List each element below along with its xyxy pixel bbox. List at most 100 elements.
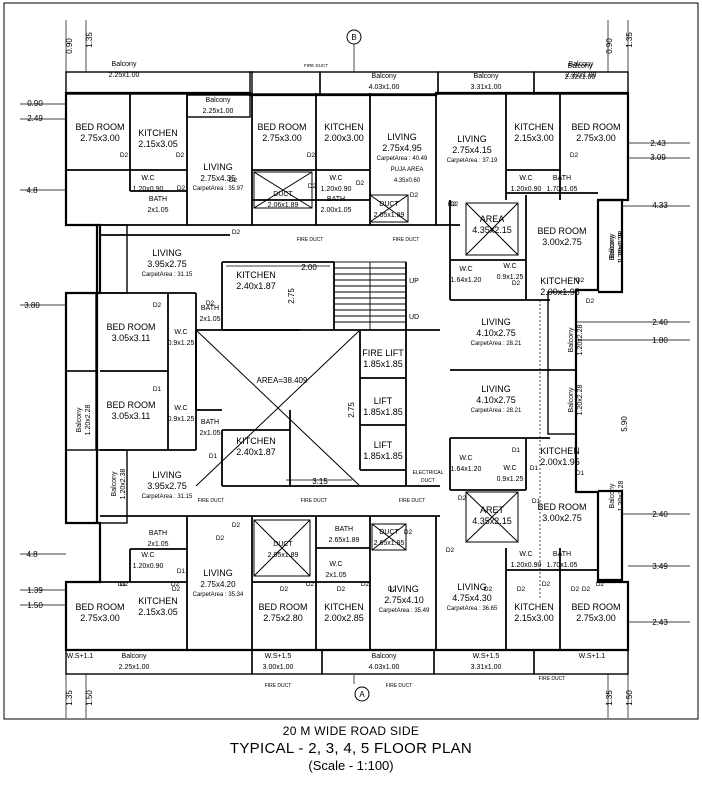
room-w-c: W.C	[503, 263, 516, 270]
room-bed-room: BED ROOM	[537, 502, 586, 512]
door-tag: D1	[153, 386, 162, 393]
room-dimension: 2.75x2.80	[263, 613, 303, 623]
carpet-area: CarpetArea : 31.15	[142, 494, 193, 500]
door-tag: D2	[206, 300, 215, 307]
room-kitchen: KITCHEN	[540, 446, 580, 456]
carpet-area: CarpetArea : 35.34	[193, 592, 244, 598]
dimension-value: 5.90	[620, 416, 629, 432]
door-tag: D2	[582, 586, 591, 593]
room-dimension: 4.35x0.60	[394, 178, 421, 184]
room-dimension: 4.35x2.15	[472, 516, 512, 526]
road-side-label: 20 M WIDE ROAD SIDE	[282, 724, 420, 738]
room-w-c: W.C	[174, 405, 187, 412]
carpet-area: CarpetArea : 40.49	[377, 156, 428, 162]
door-tag: D2	[216, 535, 225, 542]
room-dimension: 2x1.05	[199, 316, 220, 323]
room-dimension: 2.06x1.89	[268, 202, 299, 209]
room-dimension: 2.75x3.00	[576, 613, 616, 623]
door-tag: D2	[337, 586, 346, 593]
duct-label: FIRE DUCT	[198, 498, 225, 504]
dimension-value: 1.39	[27, 586, 43, 595]
room-duct: DUCT	[379, 529, 399, 536]
room-dimension: 2.25x1.00	[119, 664, 150, 671]
room-dimension: 2.00x1.95	[540, 287, 580, 297]
balconies	[65, 71, 629, 675]
dimension-value: 2.75	[287, 288, 296, 304]
room-dimension: 2.75x4.20	[200, 580, 236, 589]
duct-label: FIRE DUCT	[399, 498, 426, 504]
room-living: LIVING	[481, 384, 511, 394]
room-dimension: 1.20x2.28	[618, 233, 625, 264]
room-dimension: 4.10x2.75	[476, 328, 516, 338]
door-tag: D2	[307, 152, 316, 159]
door-tag: D2	[172, 586, 181, 593]
room-dimension: 2.32x1.00	[566, 72, 597, 79]
room-dimension: 2.00x3.00	[324, 133, 364, 143]
room-dimension: 2.75x3.00	[262, 133, 302, 143]
door-tag: D2	[512, 280, 521, 287]
room-w-s-1-5: W.S+1.5	[473, 653, 500, 660]
room-kitchen: KITCHEN	[324, 122, 364, 132]
door-tag: D2	[120, 581, 129, 588]
room-w-s-1-1: W.S+1.1	[67, 653, 94, 660]
room-w-c: W.C	[329, 561, 342, 568]
room-dimension: 2.25x1.00	[203, 108, 234, 115]
room-dimension: 1.64x1.20	[451, 466, 482, 473]
room-balcony: Balcony	[568, 327, 575, 352]
room-bed-room: BED ROOM	[571, 602, 620, 612]
door-tag: D1	[209, 453, 218, 460]
door-tag: D1	[118, 581, 127, 588]
room-dimension: 0.9x1.25	[497, 274, 524, 281]
door-tag: D2	[571, 586, 580, 593]
room-bed-room: BED ROOM	[106, 322, 155, 332]
plan-label: UD	[409, 314, 419, 321]
room-living: LIVING	[389, 584, 419, 594]
room-dimension: 0.9x1.25	[168, 340, 195, 347]
room-dimension: 2.75x3.00	[80, 613, 120, 623]
room-dimension: 2.00x1.95	[540, 457, 580, 467]
duct-label: FIRE DUCT	[304, 63, 328, 68]
room-balcony: Balcony	[474, 73, 499, 80]
door-tag: D2	[586, 298, 595, 305]
dimension-value: 2.75	[347, 402, 356, 418]
room-fire-lift: FIRE LIFT	[362, 348, 404, 358]
room-balcony: Balcony	[568, 63, 593, 70]
axis-markers	[346, 29, 370, 702]
room-bath: BATH	[201, 305, 219, 312]
door-tag: D2	[306, 581, 315, 588]
staircase	[333, 261, 407, 331]
room-bed-room: BED ROOM	[75, 602, 124, 612]
dimension-value: 1.50	[625, 690, 634, 706]
room-dimension: 2.32x1.00	[565, 74, 596, 81]
room-balcony: Balcony	[569, 61, 594, 68]
duct-label: FIRE DUCT	[301, 498, 328, 504]
room-lift: LIFT	[374, 396, 393, 406]
room-dimension: 2x1.05	[147, 207, 168, 214]
carpet-area: CarpetArea : 28.21	[471, 408, 522, 414]
room-living: LIVING	[387, 132, 417, 142]
dimension-value: 0.90	[605, 38, 614, 54]
room-w-c: W.C	[503, 465, 516, 472]
room-bed-room: BED ROOM	[257, 122, 306, 132]
room-bath: BATH	[149, 530, 167, 537]
plan-scale: (Scale - 1:100)	[308, 758, 394, 773]
room-puja-area: PUJA AREA	[391, 167, 424, 173]
door-tag: D2	[232, 229, 241, 236]
room-dimension: 1.85x1.85	[363, 451, 403, 461]
room-bath: BATH	[335, 526, 353, 533]
room-bed-room: BED ROOM	[258, 602, 307, 612]
room-dimension: 2.75x3.00	[576, 133, 616, 143]
room-dimension: 1.20x0.90	[133, 186, 164, 193]
room-balcony: Balcony	[372, 653, 397, 660]
plan-label: ELECTRICAL	[413, 470, 444, 476]
plan-label: AREA=38.409	[257, 376, 308, 385]
room-dimension: 2.65x1.95	[374, 540, 405, 547]
dimension-value: 2.00	[301, 263, 317, 272]
room-balcony: Balcony	[609, 235, 616, 260]
duct-label: FIRE DUCT	[539, 676, 566, 682]
room-kitchen: KITCHEN	[514, 602, 554, 612]
room-dimension: 2.05x1.89	[374, 212, 405, 219]
room-dimension: 4.75x4.30	[452, 593, 492, 603]
room-duct: DUCT	[379, 201, 399, 208]
room-dimension: 1.20x2.28	[618, 231, 625, 262]
